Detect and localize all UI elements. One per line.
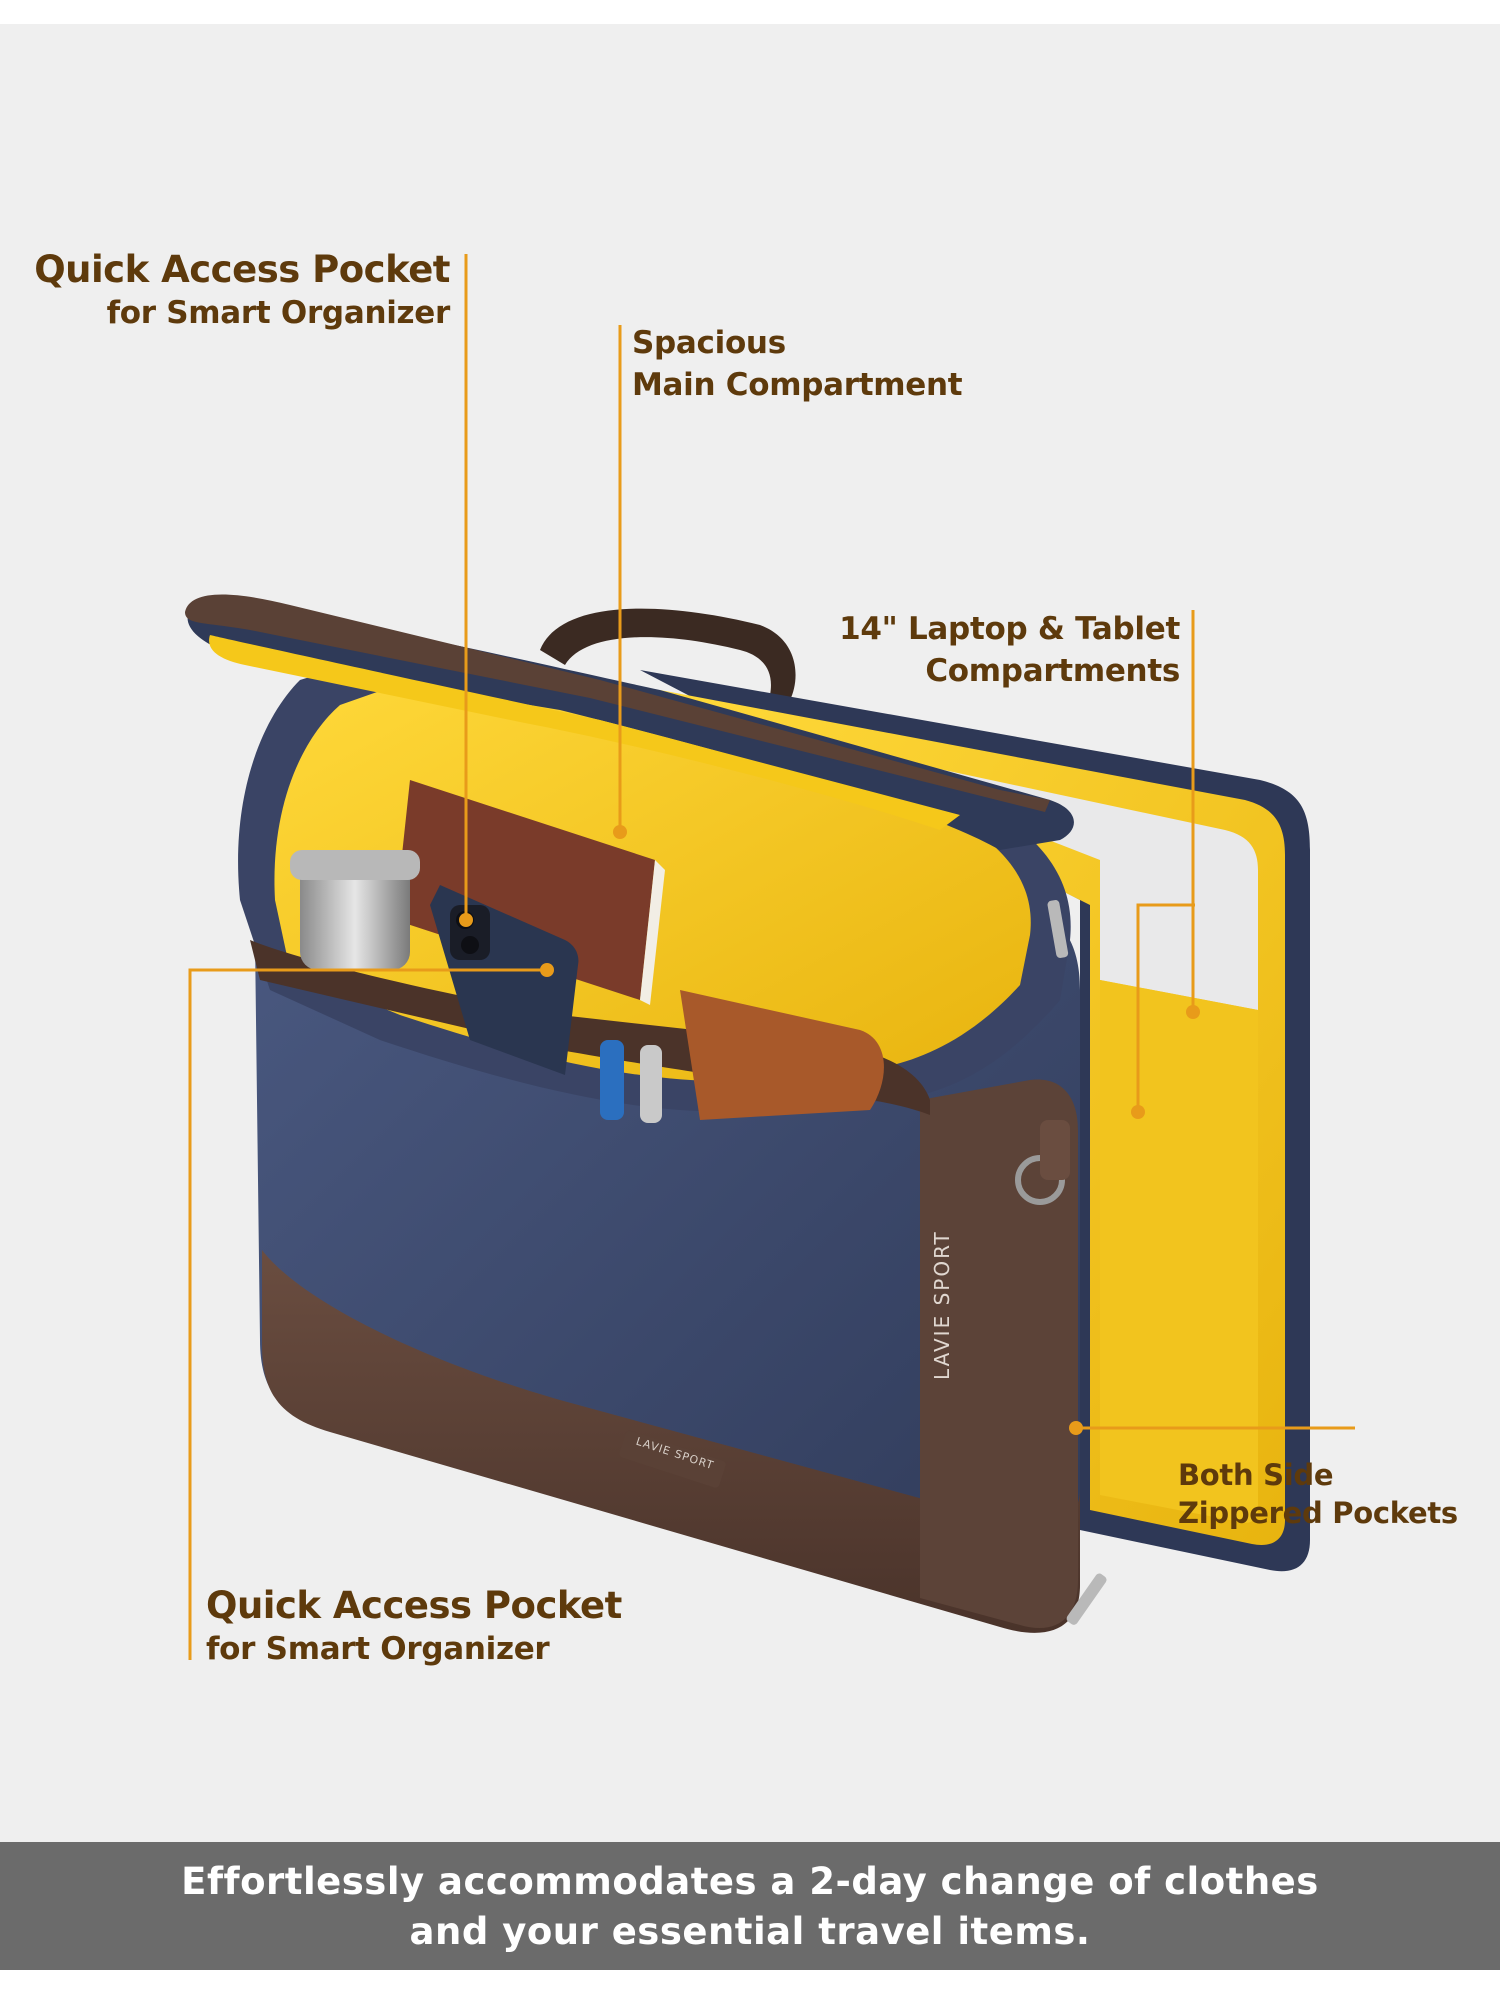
footer-line-2: and your essential travel items. (409, 1910, 1091, 1953)
bag-bottom-trim (262, 1250, 1080, 1633)
callout-line2: Main Compartment (632, 367, 963, 403)
leather-organizer (680, 990, 884, 1120)
callout-subtitle: for Smart Organizer (106, 295, 451, 331)
callout-top-left: Quick Access Pocket for Smart Organizer (20, 248, 450, 334)
side-pocket-lining (1100, 980, 1258, 1523)
notebook (395, 780, 655, 1000)
callout-line1: 14" Laptop & Tablet (839, 611, 1180, 647)
lid-lining (209, 635, 960, 830)
callout-side-pockets: Both Side Zippered Pockets (1178, 1456, 1458, 1532)
callout-line1: Both Side (1178, 1458, 1334, 1492)
footer-banner: Effortlessly accommodates a 2-day change… (0, 1842, 1500, 1970)
callout-main-compartment: Spacious Main Compartment (632, 322, 963, 406)
callout-bottom-left: Quick Access Pocket for Smart Organizer (206, 1584, 622, 1670)
notebook-pages (640, 860, 665, 1005)
silver-pen (640, 1045, 662, 1123)
callout-line-bottom-left (188, 968, 545, 1660)
brand-tag (619, 1430, 726, 1488)
callout-line2: Zippered Pockets (1178, 1496, 1458, 1530)
callout-title: Quick Access Pocket (34, 248, 450, 291)
callout-subtitle: for Smart Organizer (206, 1631, 550, 1667)
steel-flask (300, 860, 410, 970)
callout-lines (188, 254, 1355, 1660)
callout-line-side-pocket (1136, 903, 1195, 1110)
zipper-pull-top (1047, 900, 1069, 958)
callout-laptop-compartment: 14" Laptop & Tablet Compartments (760, 608, 1180, 692)
lid-brown-edge (185, 594, 1050, 812)
blue-pen (600, 1040, 624, 1120)
callout-line2: Compartments (925, 653, 1180, 689)
handle (540, 608, 796, 700)
callout-dots (459, 825, 1200, 1435)
zipper-pull-bottom (1066, 1573, 1107, 1625)
side-brand-logo: LAVIE SPORT (930, 1230, 954, 1380)
callout-title: Quick Access Pocket (206, 1584, 622, 1627)
footer-line-1: Effortlessly accommodates a 2-day change… (181, 1860, 1319, 1903)
bag-side-panel (920, 1079, 1078, 1628)
callout-line1: Spacious (632, 325, 786, 361)
